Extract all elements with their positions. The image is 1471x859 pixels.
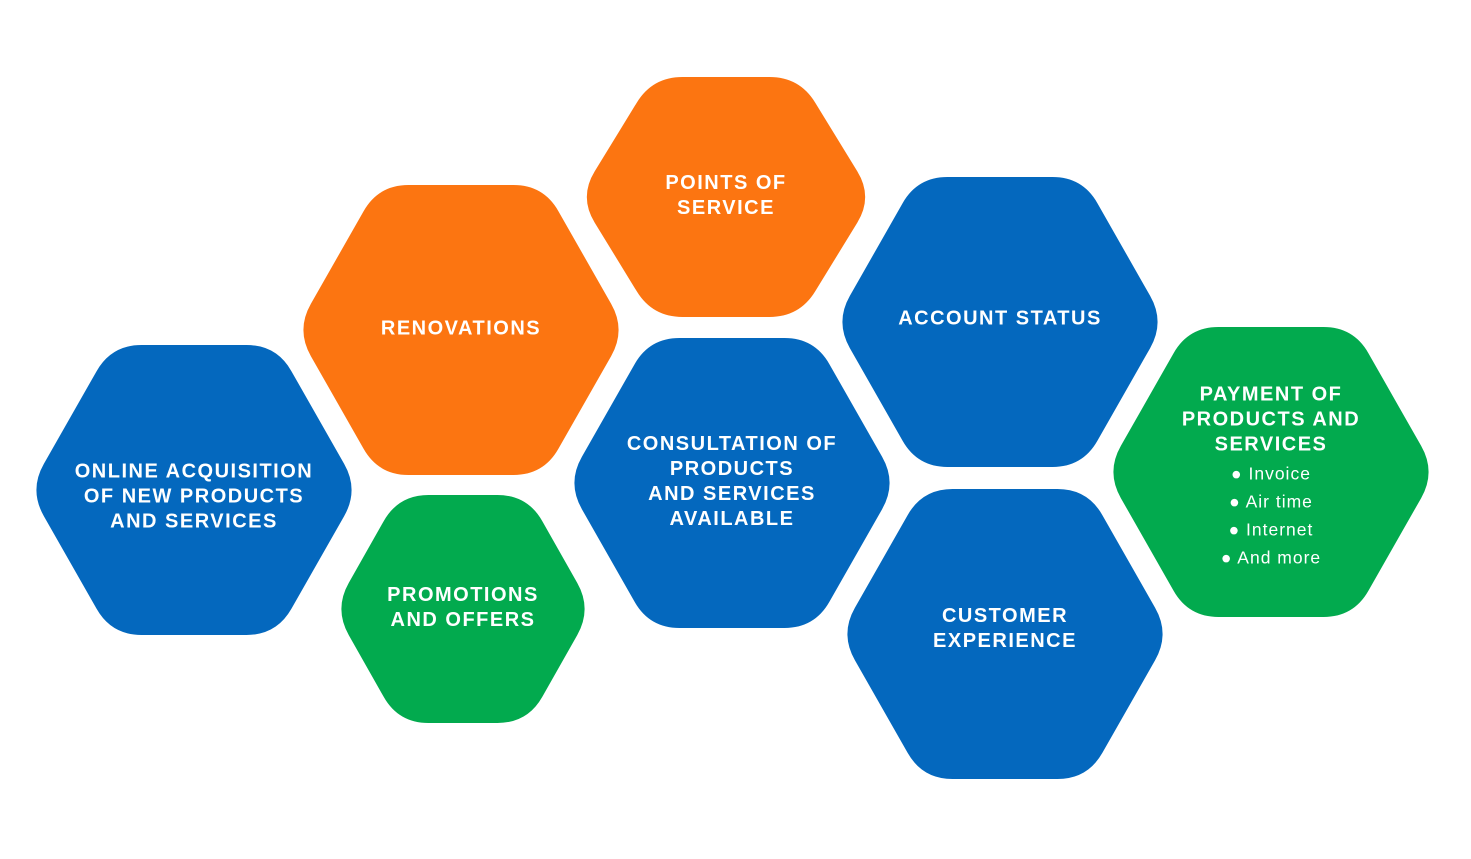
- hexagon-shape-account-status: [842, 177, 1158, 467]
- hexagon-shape-consultation: [574, 338, 890, 628]
- hexagon-payment: PAYMENT OF PRODUCTS AND SERVICES ● Invoice ●…: [1113, 327, 1429, 617]
- hexagon-bullet-item: ● Invoice: [1231, 464, 1311, 484]
- hexagon-label-line: EXPERIENCE: [933, 630, 1077, 652]
- hexagon-label-line: OF NEW PRODUCTS: [84, 485, 304, 507]
- hexagon-shape-renovations: [303, 185, 619, 475]
- hexagon-label-line: ONLINE ACQUISITION: [75, 460, 313, 482]
- hexagon-bullet-item: ● And more: [1221, 548, 1321, 568]
- hexagon-online-acquisition: ONLINE ACQUISITION OF NEW PRODUCTS AND SER…: [36, 345, 352, 635]
- hexagon-label-line: AND SERVICES: [648, 483, 816, 505]
- hexagon-promotions-and-offers: PROMOTIONS AND OFFERS: [341, 495, 585, 723]
- hexagon-label-line: CUSTOMER: [942, 605, 1068, 627]
- hexagon-bullet-item: ● Air time: [1229, 492, 1313, 512]
- hexagon-bullet-item: ● Internet: [1229, 520, 1314, 540]
- hexagon-label-line: SERVICE: [677, 197, 775, 219]
- hexagon-label-line: PAYMENT OF: [1200, 383, 1343, 405]
- hexagon-label-line: ACCOUNT STATUS: [898, 307, 1102, 329]
- hexagon-shape-payment: [1113, 327, 1429, 617]
- hexagon-label-line: POINTS OF: [665, 172, 786, 194]
- hexagon-label-line: PRODUCTS: [670, 458, 794, 480]
- hexagon-points-of-service: POINTS OF SERVICE: [586, 77, 866, 317]
- hexagon-renovations: RENOVATIONS: [303, 185, 619, 475]
- hexagon-shape-customer-experience: [847, 489, 1163, 779]
- hexagon-label-line: PROMOTIONS: [387, 584, 539, 606]
- hexagon-label-line: AVAILABLE: [670, 508, 795, 530]
- hexagon-shape-points-of-service: [586, 77, 866, 317]
- hexagon-shape-promotions-and-offers: [341, 495, 585, 723]
- hexagon-label-line: SERVICES: [1215, 433, 1328, 455]
- hexagon-account-status: ACCOUNT STATUS: [842, 177, 1158, 467]
- hexagon-consultation: CONSULTATION OF PRODUCTS AND SERVICES AVAIL…: [574, 338, 890, 628]
- hexagon-label-line: CONSULTATION OF: [627, 433, 837, 455]
- hexagon-customer-experience: CUSTOMER EXPERIENCE: [847, 489, 1163, 779]
- hexagon-label-line: AND SERVICES: [110, 510, 278, 532]
- hexagon-shape-online-acquisition: [36, 345, 352, 635]
- hexagon-label-line: PRODUCTS AND: [1182, 408, 1360, 430]
- hexagon-label-line: RENOVATIONS: [381, 317, 541, 339]
- hexagon-label-line: AND OFFERS: [391, 609, 536, 631]
